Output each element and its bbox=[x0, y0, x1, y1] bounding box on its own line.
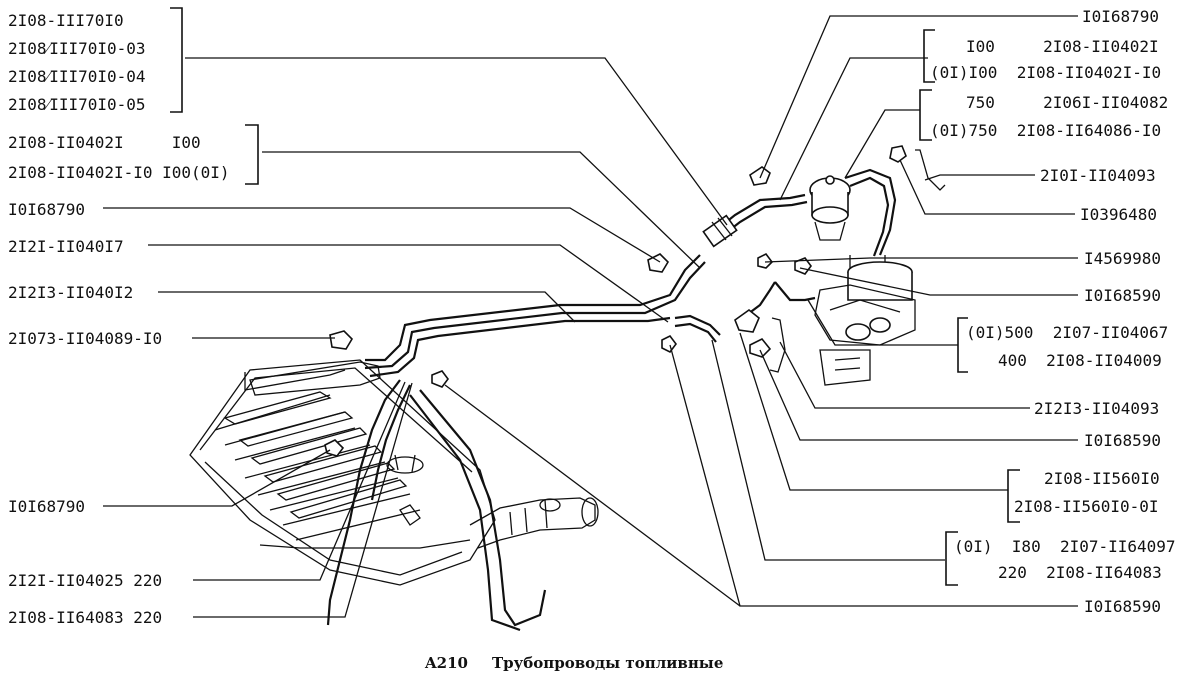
label-r-2108-1156010-01: 2I08-II560I0-0I bbox=[1014, 497, 1159, 516]
label-r-400-2108-1104009: 400 2I08-II04009 bbox=[998, 351, 1162, 370]
carburetor bbox=[814, 255, 916, 386]
leader-lines bbox=[103, 15, 1078, 618]
label-2108-1117010-04: 2I08⁄III70I0-04 bbox=[8, 67, 146, 86]
label-r-10168590-a: I0I68590 bbox=[1084, 286, 1161, 305]
label-10168790-top: I0I68790 bbox=[8, 200, 85, 219]
label-2108-1164083-220: 2I08-II64083 220 bbox=[8, 608, 162, 627]
fuel-pump bbox=[809, 175, 851, 241]
label-r-10168790: I0I68790 bbox=[1082, 7, 1159, 26]
label-r-220-2108-1164083: 220 2I08-II64083 bbox=[998, 563, 1162, 582]
label-2121-1104017: 2I2I-II040I7 bbox=[8, 237, 124, 256]
label-r-14569980: I4569980 bbox=[1084, 249, 1161, 268]
left-labels: 2I08-III70I0 2I08⁄III70I0-03 2I08⁄III70I… bbox=[8, 11, 230, 627]
brackets bbox=[170, 7, 1020, 586]
label-r-100-2108-1104021: I00 2I08-II0402I bbox=[966, 37, 1159, 56]
caption: A210 Трубопроводы топливные bbox=[424, 654, 723, 672]
label-2108-1117010-03: 2I08⁄III70I0-03 bbox=[8, 39, 146, 58]
label-r-2101-1104093: 2I0I-II04093 bbox=[1040, 166, 1156, 185]
label-21073-1104089-10: 2I073-II04089-I0 bbox=[8, 329, 162, 348]
label-r-2108-1156010: 2I08-II560I0 bbox=[1044, 469, 1160, 488]
label-r-10396480: I0396480 bbox=[1080, 205, 1157, 224]
caption-code: A210 bbox=[424, 654, 468, 672]
label-r-10168590-b: I0I68590 bbox=[1084, 431, 1161, 450]
label-2108-1117010-05: 2I08⁄III70I0-05 bbox=[8, 95, 146, 114]
label-2108-1104021-100: 2I08-II0402I I00 bbox=[8, 133, 201, 152]
label-r-01-100-2108-1104021-10: (0I)I00 2I08-II0402I-I0 bbox=[930, 63, 1161, 82]
label-2108-1104021-10: 2I08-II0402I-I0 I00(0I) bbox=[8, 163, 230, 182]
label-2108-1117010: 2I08-III70I0 bbox=[8, 11, 124, 30]
label-r-01-750-2108-1164086-10: (0I)750 2I08-II64086-I0 bbox=[930, 121, 1161, 140]
label-r-10168590-c: I0I68590 bbox=[1084, 597, 1161, 616]
label-r-750-21061-1104082: 750 2I06I-II04082 bbox=[966, 93, 1168, 112]
fuel-tank bbox=[189, 359, 599, 586]
label-10168790-bottom: I0I68790 bbox=[8, 497, 85, 516]
label-21213-1104012: 2I2I3-II040I2 bbox=[8, 283, 133, 302]
caption-title: Трубопроводы топливные bbox=[492, 654, 723, 672]
right-labels: I0I68790 I00 2I08-II0402I (0I)I00 2I08-I… bbox=[930, 7, 1176, 616]
label-r-01-500-2107-1104067: (0I)500 2I07-II04067 bbox=[966, 323, 1168, 342]
label-r-21213-1104093: 2I2I3-II04093 bbox=[1034, 399, 1159, 418]
label-r-01-180-2107-1164097: (0I) I80 2I07-II64097 bbox=[954, 537, 1176, 556]
fuel-lines bbox=[249, 168, 897, 632]
fuel-filter bbox=[702, 214, 738, 248]
label-2121-1104025-220: 2I2I-II04025 220 bbox=[8, 571, 162, 590]
